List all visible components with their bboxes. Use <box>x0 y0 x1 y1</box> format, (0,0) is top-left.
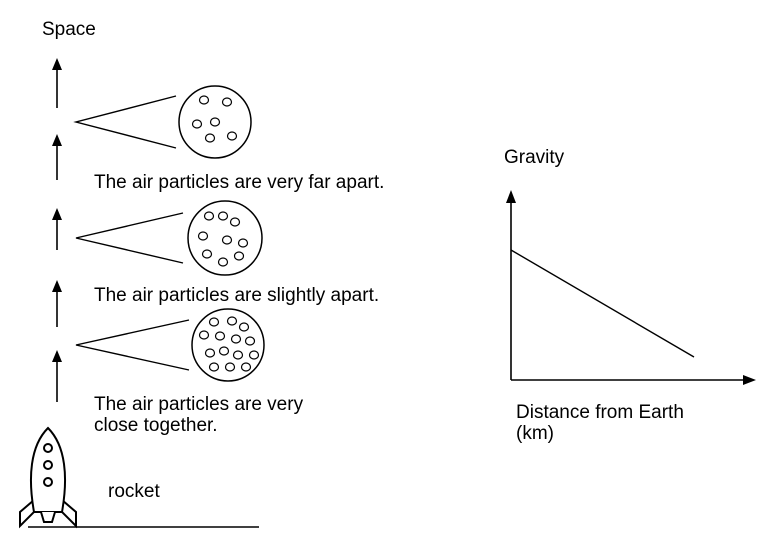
air-particle <box>237 238 249 248</box>
air-particle <box>208 362 220 372</box>
air-particle <box>232 350 244 360</box>
air-particle <box>226 131 238 141</box>
rocket-icon <box>19 426 77 529</box>
air-particle <box>209 117 221 127</box>
air-particle <box>224 362 236 372</box>
upward-arrows <box>52 58 62 402</box>
air-particle <box>204 348 216 358</box>
arrow-up-icon <box>52 350 62 402</box>
air-particle <box>218 346 230 356</box>
air-particle <box>221 235 233 245</box>
arrow-up-icon <box>52 58 62 108</box>
air-particle <box>244 336 256 346</box>
zoom-cone <box>75 319 190 371</box>
air-particle <box>197 231 209 241</box>
y-axis <box>506 190 516 380</box>
air-particle <box>233 251 245 261</box>
arrow-up-icon <box>52 208 62 250</box>
air-particle <box>230 334 242 344</box>
rocket-label: rocket <box>108 481 160 502</box>
air-particle <box>248 350 260 360</box>
air-particle <box>208 317 220 327</box>
particle-circle-slight <box>187 200 263 276</box>
caption-far-apart: The air particles are very far apart. <box>94 172 385 193</box>
space-label: Space <box>42 19 96 40</box>
distance-axis-label: Distance from Earth (km) <box>516 402 684 444</box>
magnify-cones <box>73 95 190 371</box>
caption-close-together: The air particles are very close togethe… <box>94 394 304 436</box>
air-particle <box>198 330 210 340</box>
air-particle <box>191 119 203 129</box>
air-particle <box>240 362 252 372</box>
air-particle <box>201 249 213 259</box>
x-axis <box>511 375 756 385</box>
air-particle <box>214 331 226 341</box>
air-particle <box>203 211 215 221</box>
arrow-up-icon <box>52 134 62 180</box>
particle-circle-close <box>191 308 265 382</box>
air-particle <box>217 211 229 221</box>
arrow-up-icon <box>52 280 62 327</box>
zoom-cone <box>75 212 184 264</box>
caption-slightly-apart: The air particles are slightly apart. <box>94 285 380 306</box>
gravity-graph <box>506 190 756 385</box>
air-particle <box>204 133 216 143</box>
particle-circle-far <box>178 85 252 159</box>
air-particle <box>226 316 238 326</box>
air-particle <box>229 217 241 227</box>
air-particle <box>238 322 250 332</box>
air-particle <box>221 97 233 107</box>
zoom-cone <box>73 95 177 149</box>
air-particle <box>198 95 210 105</box>
gravity-trend-line <box>510 249 695 358</box>
gravity-axis-label: Gravity <box>504 147 565 168</box>
air-particle <box>217 257 229 267</box>
